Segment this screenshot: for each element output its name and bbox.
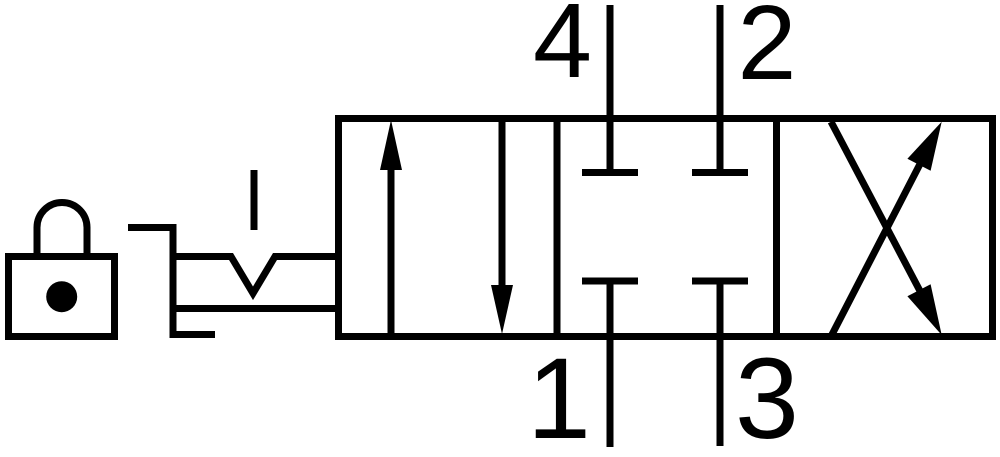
port-label-1: 1 [527,335,591,457]
port-label-4: 4 [533,0,592,100]
position-right-cross-arrows [827,120,942,339]
cross-down-arrowhead [907,284,942,335]
valve-body [335,115,996,340]
padlock-shackle [33,199,91,258]
cross-up-arrowhead [907,121,942,171]
lever-arm [128,224,215,338]
cross-up-arrow-shaft [827,162,924,339]
port-label-3: 3 [735,335,799,457]
hand-lever-icon [128,170,340,338]
position-center-blocked-ports [582,5,748,447]
padlock-body [5,253,118,340]
cross-down-arrow-shaft [827,120,924,293]
padlock-keyhole-dot [46,281,78,313]
lever-body-top-with-notch [173,253,340,301]
down-arrowhead [491,285,513,334]
position-left-flow-arrows [380,118,513,337]
port-label-2: 2 [737,0,797,102]
valve-body-outline [335,115,996,340]
padlock-icon [5,199,118,340]
up-arrowhead [380,120,402,170]
